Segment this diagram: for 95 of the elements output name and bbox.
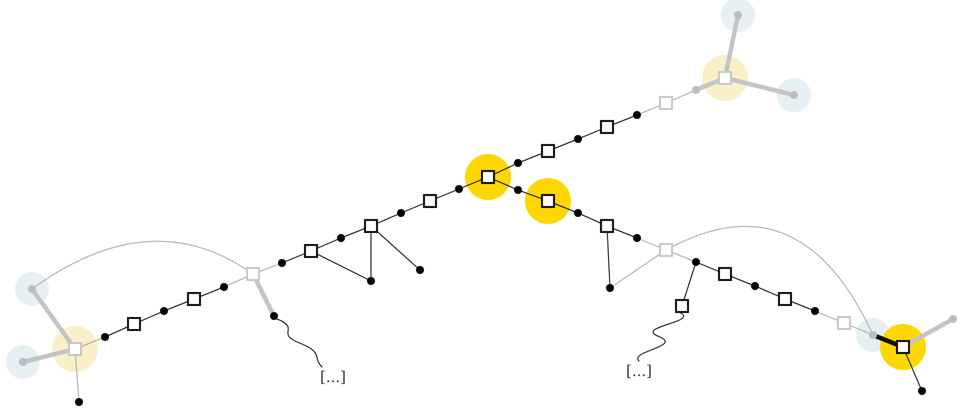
wavy-connector <box>637 311 684 362</box>
connector-line <box>672 252 693 262</box>
square-node <box>187 292 201 306</box>
square-node <box>364 219 378 233</box>
square-node <box>718 267 732 281</box>
dot-node <box>949 315 957 323</box>
square-node <box>600 120 614 134</box>
ellipsis-text: [...] <box>626 362 652 380</box>
connector-line <box>791 301 812 310</box>
dot-node <box>811 307 819 315</box>
dot-node <box>270 312 278 320</box>
dot-node <box>606 284 614 292</box>
square-node <box>600 219 614 233</box>
connector-line <box>672 91 693 101</box>
dot-node <box>918 387 926 395</box>
connector-line <box>521 153 542 162</box>
curved-connector <box>34 240 248 288</box>
connector-line <box>370 232 372 278</box>
connector-line <box>376 230 418 268</box>
dot-node <box>101 333 109 341</box>
connector-line <box>818 312 838 321</box>
connector-line <box>285 253 306 262</box>
connector-line <box>731 276 752 286</box>
dot-node <box>278 259 286 267</box>
dot-node <box>692 258 700 266</box>
square-node <box>423 194 437 208</box>
connector-line <box>32 290 74 346</box>
connector-line <box>344 228 365 238</box>
dot-node <box>416 266 424 274</box>
connector-line <box>640 105 660 114</box>
connector-line <box>404 203 424 212</box>
connector-line <box>699 263 720 272</box>
dot-node <box>75 398 83 406</box>
connector-line <box>24 348 70 364</box>
dot-node <box>220 283 228 291</box>
connector-line <box>758 287 780 297</box>
connector-line <box>613 228 634 238</box>
dot-node <box>574 209 582 217</box>
connector-line <box>227 276 248 286</box>
square-node <box>541 144 555 158</box>
dot-node <box>367 277 375 285</box>
dot-node <box>633 234 641 242</box>
dot-node <box>337 234 345 242</box>
dot-node <box>633 111 641 119</box>
connector-line <box>259 264 279 272</box>
square-node <box>896 340 910 354</box>
connector-line <box>200 288 221 297</box>
connector-line <box>554 140 575 149</box>
square-node <box>68 342 82 356</box>
connector-line <box>606 232 610 284</box>
connector-line <box>376 214 398 224</box>
square-node <box>659 96 673 110</box>
square-node <box>778 292 792 306</box>
dot-node <box>692 86 700 94</box>
dot-node <box>514 159 522 167</box>
wavy-connector <box>276 318 322 368</box>
connector-line <box>494 164 515 175</box>
connector-line <box>554 203 575 212</box>
connector-line <box>640 239 660 248</box>
dot-node <box>160 307 168 315</box>
dot-node <box>751 282 759 290</box>
connector-line <box>612 253 661 286</box>
connector-line <box>140 312 161 322</box>
connector-line <box>581 129 602 138</box>
square-node <box>304 244 318 258</box>
connector-line <box>850 325 870 334</box>
square-node <box>541 194 555 208</box>
connector-line <box>494 179 515 189</box>
square-node <box>659 243 673 257</box>
connector-line <box>436 190 456 199</box>
dot-node <box>574 135 582 143</box>
square-node <box>675 299 689 313</box>
connector-line <box>521 190 542 200</box>
connector-line <box>108 326 128 336</box>
dot-node <box>514 186 522 194</box>
ellipsis-text: [...] <box>320 368 346 386</box>
square-node <box>481 170 495 184</box>
square-node <box>127 317 141 331</box>
connector-line <box>684 265 696 300</box>
square-node <box>718 71 732 85</box>
dot-node <box>397 209 405 217</box>
connector-line <box>613 116 634 125</box>
connector-line <box>75 355 80 398</box>
connector-line <box>316 254 368 280</box>
dot-node <box>455 185 463 193</box>
connector-line <box>81 338 102 347</box>
square-node <box>837 316 851 330</box>
square-node <box>246 267 260 281</box>
connector-line <box>724 16 740 74</box>
connector-line <box>316 239 338 249</box>
connector-line <box>462 179 482 188</box>
curved-connector <box>672 226 872 332</box>
connector-line <box>167 301 188 310</box>
connector-line <box>905 352 921 388</box>
connector-line <box>581 214 602 224</box>
